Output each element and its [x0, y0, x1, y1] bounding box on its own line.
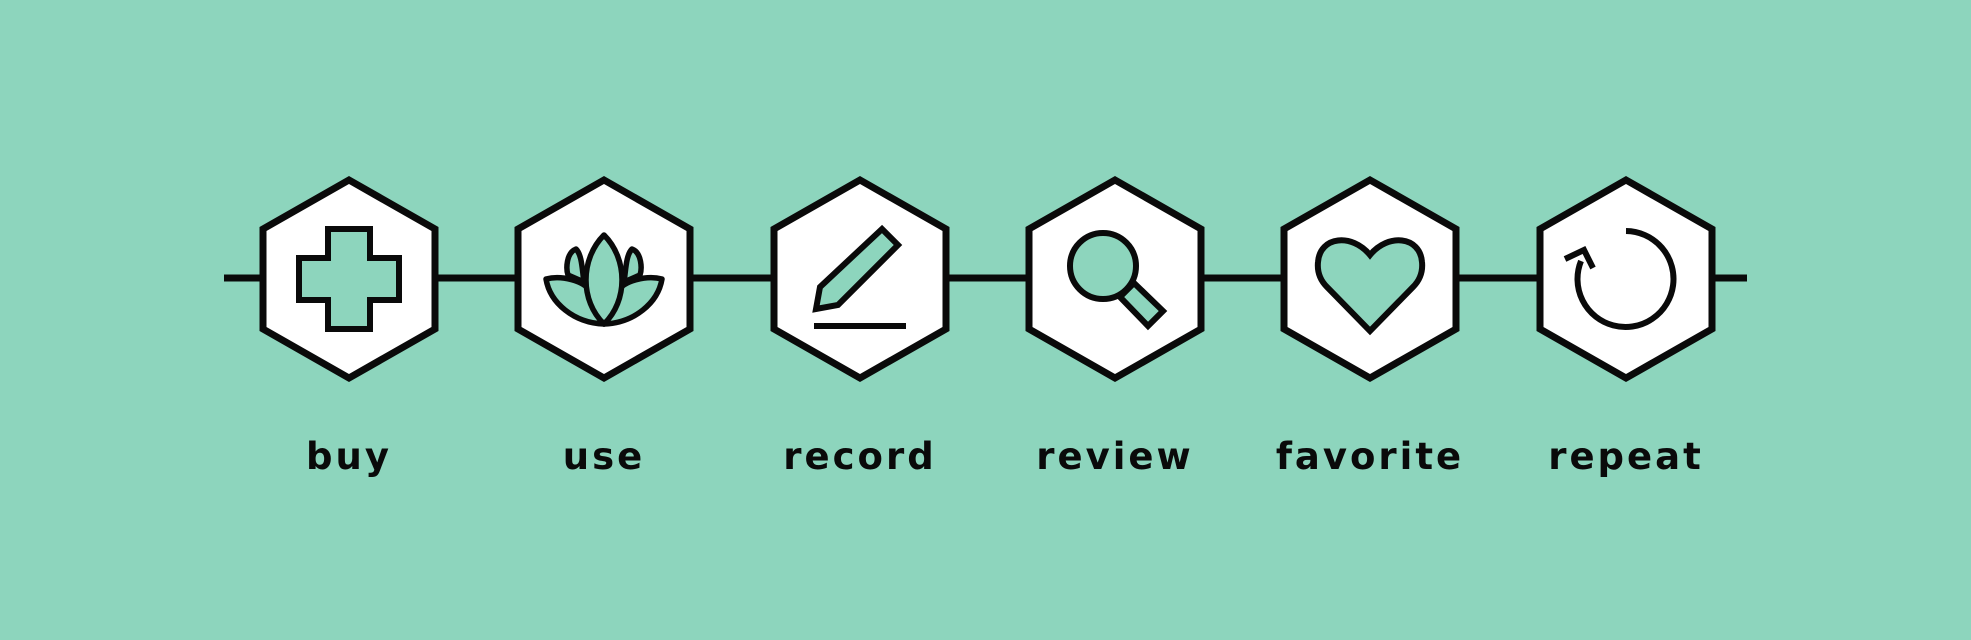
- step-label-review: review: [1036, 435, 1194, 478]
- step-label-record: record: [783, 435, 937, 478]
- step-label-favorite: favorite: [1275, 435, 1465, 478]
- plus-cross-icon: [296, 226, 402, 332]
- magnifier-icon: [1067, 230, 1168, 331]
- step-label-repeat: repeat: [1548, 435, 1704, 478]
- hexagon-node-repeat: [1536, 175, 1716, 383]
- cannabis-flower-icon: [543, 232, 665, 327]
- heart-icon: [1314, 237, 1426, 336]
- pencil-icon: [812, 224, 906, 329]
- repeat-arrow-icon: [1563, 228, 1677, 330]
- step-label-use: use: [562, 435, 646, 478]
- step-label-buy: buy: [306, 435, 392, 478]
